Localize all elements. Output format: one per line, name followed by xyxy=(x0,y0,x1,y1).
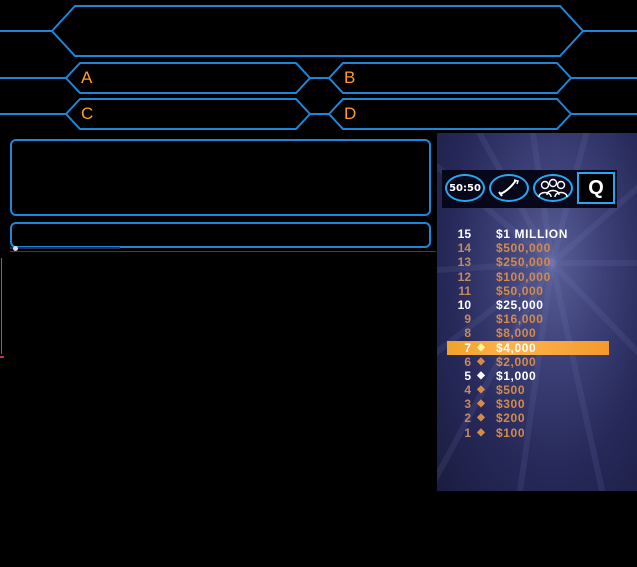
money-level-row: 6 ◆ $2,000 xyxy=(437,355,637,369)
level-amount: $25,000 xyxy=(496,297,544,312)
money-level-row: 12 $100,000 xyxy=(437,270,637,284)
level-amount: $300 xyxy=(496,397,526,412)
money-level-row: 11 $50,000 xyxy=(437,284,637,298)
lifelines-bar: 50:50 Q xyxy=(442,170,617,208)
reached-diamond-icon: ◆ xyxy=(477,398,485,410)
left-edge-line xyxy=(1,258,2,354)
phone-icon xyxy=(498,179,519,197)
money-level-row: 2 ◆ $200 xyxy=(437,411,637,425)
progress-marker xyxy=(13,246,18,251)
level-number: 15 xyxy=(457,227,471,241)
answer-a-button[interactable] xyxy=(64,62,312,94)
level-amount: $500,000 xyxy=(496,241,551,256)
money-level-row: 15 $1 MILLION xyxy=(437,227,637,241)
level-amount: $2,000 xyxy=(496,354,537,369)
level-number: 3 xyxy=(464,397,471,412)
level-number: 4 xyxy=(464,383,471,398)
money-level-row: 1 ◆ $100 xyxy=(437,426,637,440)
level-amount: $100,000 xyxy=(496,269,551,284)
money-level-row: 3 ◆ $300 xyxy=(437,397,637,411)
level-number: 6 xyxy=(464,354,471,369)
reached-diamond-icon: ◆ xyxy=(477,355,485,367)
ask-host-label: Q xyxy=(588,176,604,199)
reached-diamond-icon: ◆ xyxy=(477,341,485,353)
phone-lifeline[interactable] xyxy=(489,174,529,202)
reached-diamond-icon: ◆ xyxy=(477,426,485,438)
level-amount: $500 xyxy=(496,383,526,398)
level-number: 9 xyxy=(464,312,471,327)
level-amount: $1 MILLION xyxy=(496,227,569,241)
level-number: 8 xyxy=(464,326,471,341)
level-number: 11 xyxy=(458,283,471,298)
level-amount: $8,000 xyxy=(496,326,537,341)
level-amount: $1,000 xyxy=(496,368,537,383)
level-number: 12 xyxy=(457,269,471,284)
money-level-row: 14 $500,000 xyxy=(437,241,637,255)
level-amount: $100 xyxy=(496,425,526,440)
progress-track xyxy=(10,247,120,249)
divider-line xyxy=(10,251,436,252)
level-number: 14 xyxy=(457,241,471,256)
answer-d-button[interactable] xyxy=(327,98,573,130)
level-amount: $16,000 xyxy=(496,312,544,327)
audience-lifeline[interactable] xyxy=(533,174,573,202)
ask-host-lifeline[interactable]: Q xyxy=(577,172,615,204)
answer-d-label: D xyxy=(344,104,357,123)
money-level-row: 8 $8,000 xyxy=(437,326,637,340)
answer-b-button[interactable] xyxy=(327,62,573,94)
level-number: 2 xyxy=(464,411,471,426)
level-amount: $250,000 xyxy=(496,255,551,270)
level-number: 1 xyxy=(464,425,471,440)
fifty-fifty-label: 50:50 xyxy=(449,182,481,194)
level-number: 7 xyxy=(464,340,471,355)
level-amount: $200 xyxy=(496,411,526,426)
reached-diamond-icon: ◆ xyxy=(477,369,485,381)
audience-icon xyxy=(538,178,568,198)
money-level-row: 10 $25,000 xyxy=(437,298,637,312)
red-mark xyxy=(0,356,4,358)
level-amount: $4,000 xyxy=(496,340,537,355)
answer-c-label: C xyxy=(81,104,94,123)
level-number: 5 xyxy=(464,368,471,383)
answer-b-label: B xyxy=(344,68,356,87)
fifty-fifty-lifeline[interactable]: 50:50 xyxy=(445,174,485,202)
question-text xyxy=(80,18,555,44)
input-bar[interactable] xyxy=(10,222,431,248)
level-amount: $50,000 xyxy=(496,283,544,298)
answer-frames xyxy=(64,62,573,130)
answer-c-button[interactable] xyxy=(64,98,312,130)
money-level-row: 7 ◆ $4,000 xyxy=(447,340,609,355)
money-level-row: 5 ◆ $1,000 xyxy=(437,369,637,383)
question-frame xyxy=(0,5,637,115)
reached-diamond-icon: ◆ xyxy=(477,384,485,396)
money-level-row: 4 ◆ $500 xyxy=(437,383,637,397)
money-level-row: 13 $250,000 xyxy=(437,255,637,269)
level-number: 13 xyxy=(457,255,471,270)
level-number: 10 xyxy=(457,297,471,312)
answer-a-label: A xyxy=(81,68,93,87)
message-box xyxy=(10,139,431,216)
money-level-row: 9 $16,000 xyxy=(437,312,637,326)
reached-diamond-icon: ◆ xyxy=(477,412,485,424)
